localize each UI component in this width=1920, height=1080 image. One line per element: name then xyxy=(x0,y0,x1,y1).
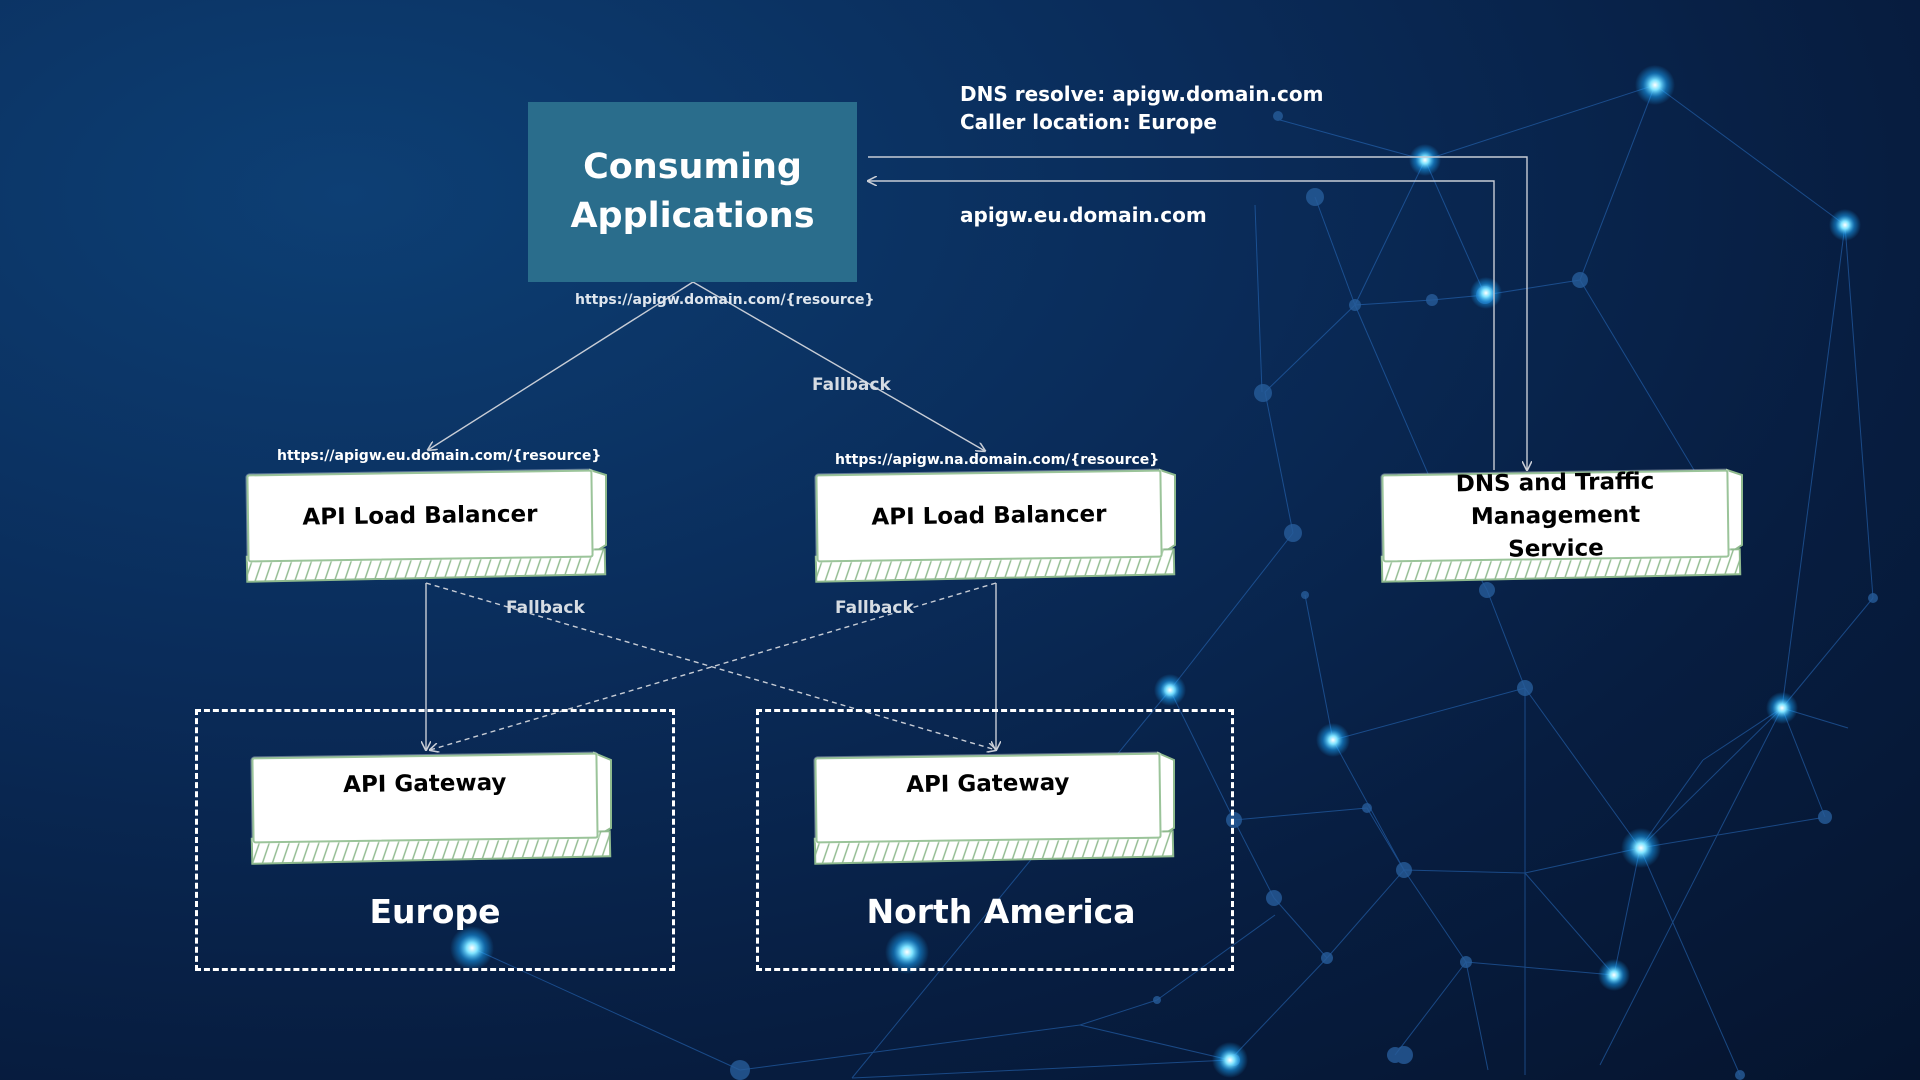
network-background xyxy=(471,84,1874,1079)
dns-resolve-note: DNS resolve: apigw.domain.com xyxy=(960,82,1324,106)
consuming-applications-label: Consuming Applications xyxy=(570,147,815,236)
na-url-label: https://apigw.na.domain.com/{resource} xyxy=(835,452,1160,468)
region-europe-label: Europe xyxy=(369,892,501,931)
caller-location-note: Caller location: Europe xyxy=(960,110,1217,134)
eu-url-label: https://apigw.eu.domain.com/{resource} xyxy=(277,448,602,464)
region-north-america-label: North America xyxy=(866,892,1136,931)
arrow-consuming-to-lb-na xyxy=(692,281,985,451)
main-url-label: https://apigw.domain.com/{resource} xyxy=(575,292,875,308)
arrow-consuming-to-lb-eu xyxy=(428,281,694,450)
api-load-balancer-eu-label: API Load Balancer xyxy=(302,501,538,531)
api-gateway-eu-label: API Gateway xyxy=(342,769,507,799)
fallback-label-top: Fallback xyxy=(812,375,891,395)
network-nodes xyxy=(730,111,1878,1080)
api-gateway-na: API Gateway xyxy=(814,752,1162,844)
api-load-balancer-na-label: API Load Balancer xyxy=(871,501,1107,531)
arrow-dns-request xyxy=(868,156,1527,470)
consuming-applications-node: Consuming Applications xyxy=(528,102,857,282)
fallback-label-left: Fallback xyxy=(506,598,585,618)
dns-response-note: apigw.eu.domain.com xyxy=(960,203,1207,227)
dns-traffic-management-service: DNS and Traffic Management Service xyxy=(1381,468,1730,563)
api-load-balancer-eu: API Load Balancer xyxy=(246,469,594,563)
fallback-label-right: Fallback xyxy=(835,598,914,618)
arrow-dns-response xyxy=(868,181,1495,470)
api-load-balancer-na: API Load Balancer xyxy=(815,469,1163,563)
api-gateway-eu: API Gateway xyxy=(251,752,599,844)
dns-traffic-management-label: DNS and Traffic Management Service xyxy=(1455,468,1655,563)
connectors xyxy=(426,156,1527,750)
region-europe-box xyxy=(195,709,675,971)
region-north-america-box xyxy=(756,709,1234,971)
api-gateway-na-label: API Gateway xyxy=(905,769,1070,799)
glow-dots xyxy=(450,65,1861,1078)
